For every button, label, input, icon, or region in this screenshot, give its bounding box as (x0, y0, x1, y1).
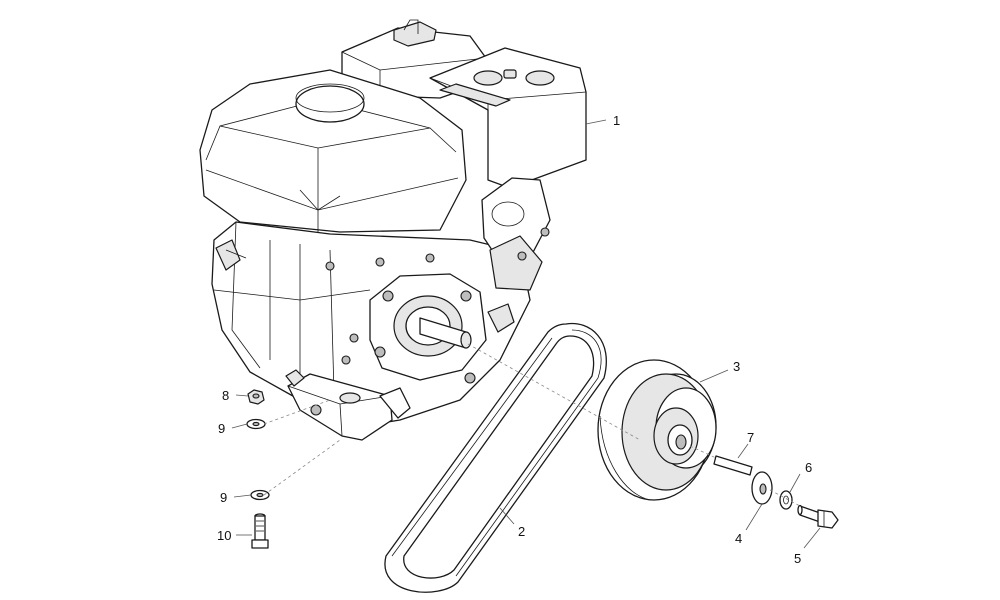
callout-labels: 1 2 3 4 5 6 7 8 9 9 10 (217, 113, 812, 566)
mount-bolt (251, 513, 269, 549)
pulley (597, 359, 717, 501)
callout-9-upper: 9 (218, 421, 225, 436)
callout-9-lower: 9 (220, 490, 227, 505)
mount-washer-lower (250, 489, 270, 501)
callout-7: 7 (747, 430, 754, 445)
crankshaft-housing (341, 273, 515, 384)
air-cleaner (199, 69, 467, 233)
mounting-base (285, 369, 411, 441)
engine-assembly (199, 19, 587, 441)
callout-6: 6 (805, 460, 812, 475)
pulley-bolt (797, 504, 839, 529)
mount-nut (247, 389, 265, 405)
callout-1: 1 (613, 113, 620, 128)
callout-5: 5 (794, 551, 801, 566)
callout-2: 2 (518, 524, 525, 539)
leader-lines (231, 119, 821, 549)
callout-4: 4 (735, 531, 742, 546)
pulley-washer (751, 471, 773, 505)
control-box (429, 47, 587, 189)
mount-washer-upper (246, 418, 266, 430)
callout-3: 3 (733, 359, 740, 374)
shaft-key (713, 455, 753, 476)
alignment-lines (263, 343, 801, 507)
callout-8: 8 (222, 388, 229, 403)
callout-10: 10 (217, 528, 231, 543)
fuel-cap (393, 21, 437, 47)
lock-washer (779, 490, 793, 510)
v-belt (384, 322, 607, 593)
